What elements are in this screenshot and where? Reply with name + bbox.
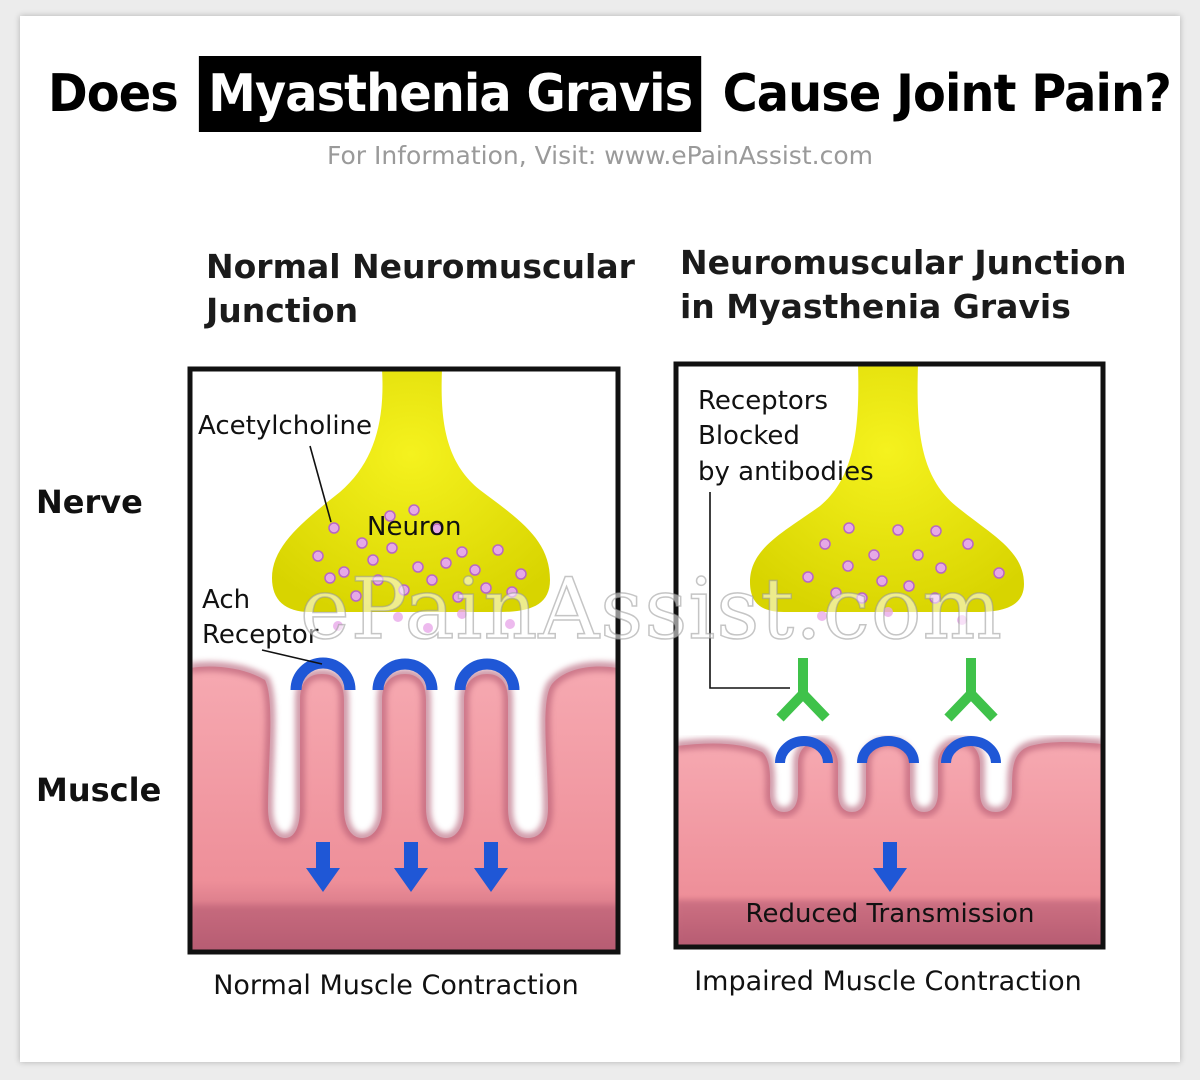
left-neuron-terminal <box>272 369 550 612</box>
nerve-label: Nerve <box>36 483 143 521</box>
right-muscle-base-shadow <box>676 900 1103 947</box>
reduced-transmission-label: Reduced Transmission <box>746 899 1035 929</box>
left-caption: Normal Muscle Contraction <box>213 970 579 1001</box>
left-signal-arrows <box>306 842 508 892</box>
ach-receptor-label-line1: Ach <box>202 585 250 615</box>
blocked-label-line1: Receptors <box>698 386 828 416</box>
right-released-vesicles <box>817 607 967 625</box>
ach-receptor-label-line2: Receptor <box>202 620 319 650</box>
left-vesicles <box>312 504 527 603</box>
right-vesicles <box>802 522 1005 604</box>
left-panel-title-line2: Junction <box>206 291 359 330</box>
antibody-1 <box>776 658 830 722</box>
left-arrow-3 <box>474 842 508 892</box>
left-panel-title-line1: Normal Neuromuscular <box>206 247 635 286</box>
title-highlight: Myasthenia Gravis <box>199 56 702 132</box>
right-panel-border <box>673 361 1106 950</box>
ach-receptor-pointer <box>261 649 323 665</box>
right-receptor-3 <box>941 736 1001 764</box>
left-released-vesicles <box>333 609 515 633</box>
left-muscle <box>190 666 618 952</box>
right-panel: Receptors Blocked by antibodies Reduced … <box>673 361 1106 950</box>
subtitle: For Information, Visit: www.ePainAssist.… <box>327 141 873 170</box>
left-panel: Acetylcholine Neuron Ach Receptor <box>187 366 621 955</box>
neuron-label: Neuron <box>367 512 461 542</box>
right-panel-title: Neuromuscular Junction in Myasthenia Gra… <box>680 241 1126 329</box>
blocked-label-line3: by antibodies <box>698 457 874 487</box>
right-panel-title-line2: in Myasthenia Gravis <box>680 287 1071 326</box>
blocked-label-line2: Blocked <box>698 421 800 451</box>
right-caption: Impaired Muscle Contraction <box>694 966 1082 997</box>
left-panel-title: Normal Neuromuscular Junction <box>206 245 635 333</box>
left-panel-border <box>187 366 621 955</box>
left-arrow-1 <box>306 842 340 892</box>
right-receptor-1 <box>775 736 833 764</box>
acetylcholine-pointer <box>309 445 332 523</box>
left-muscle-edge-shadow <box>190 661 618 844</box>
antibody-2 <box>944 658 998 722</box>
acetylcholine-label: Acetylcholine <box>198 411 372 441</box>
blocked-pointer <box>709 492 790 689</box>
left-receptor-2 <box>372 658 438 691</box>
left-muscle-base-shadow <box>190 905 618 952</box>
right-neuron-terminal <box>750 364 1024 612</box>
muscle-label: Muscle <box>36 771 162 809</box>
left-receptor-1 <box>290 657 356 691</box>
title-before: Does <box>48 64 179 124</box>
page-title: Does Myasthenia Gravis Cause Joint Pain? <box>48 56 1172 132</box>
antibodies <box>776 658 998 722</box>
title-after: Cause Joint Pain? <box>722 64 1172 124</box>
right-receptor-2 <box>857 736 919 764</box>
left-receptor-3 <box>454 658 520 691</box>
right-arrow <box>873 842 907 892</box>
right-panel-title-line1: Neuromuscular Junction <box>680 243 1127 282</box>
left-arrow-2 <box>394 842 428 892</box>
